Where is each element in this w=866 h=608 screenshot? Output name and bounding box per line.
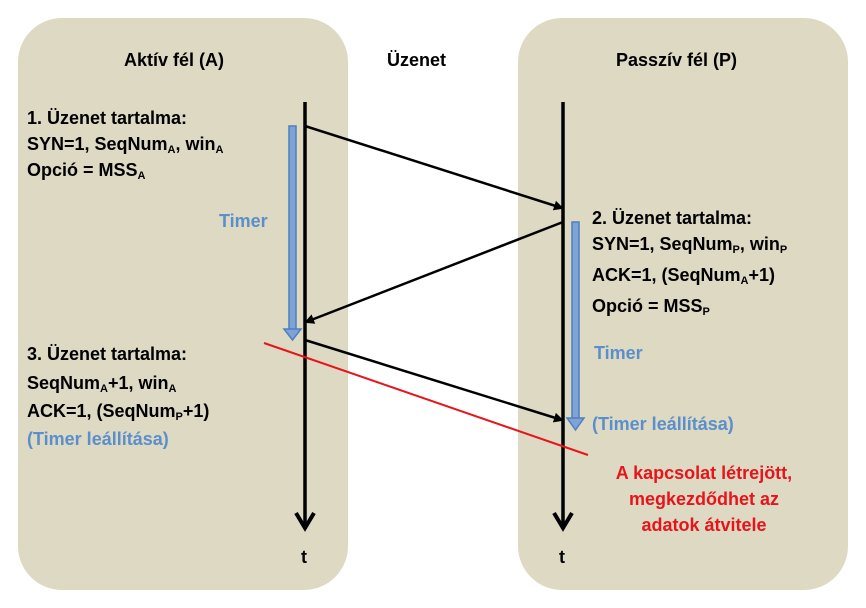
established-note-line2: megkezdődhet az [628,489,780,509]
msg3-timer-stop: (Timer leállítása) [27,429,169,449]
msg2-line3: Opció = MSSP [592,296,710,318]
timeline-p-arrowhead [552,511,574,532]
connection-established-line [263,342,589,456]
msg2-line1: SYN=1, SeqNumP, winP [592,234,788,256]
msg3-line2: ACK=1, (SeqNumP+1) [27,401,210,423]
timer-p-bar [571,221,580,421]
header-passive: Passzív fél (P) [616,50,738,70]
header-active: Aktív fél (A) [124,50,225,70]
msg1-line2: Opció = MSSA [27,160,146,182]
message-1-arrow [304,124,564,211]
msg3-line1: SeqNumA+1, winA [27,373,177,395]
msg2-line2: ACK=1, (SeqNumA+1) [592,265,776,287]
msg1-title: 1. Üzenet tartalma: [27,108,188,128]
timeline-a-arrowhead [294,511,316,532]
established-note-line3: adatok átvitele [641,515,767,535]
timer-p-stop-label: (Timer leállítása) [592,414,734,434]
timer-a-bar [288,125,297,332]
msg1-line1: SYN=1, SeqNumA, winA [27,134,224,156]
timer-a-label: Timer [219,211,268,231]
message-3-arrow [304,338,564,423]
established-note-line1: A kapcsolat létrejött, [615,463,793,483]
time-label-a: t [301,547,307,567]
header-message: Üzenet [387,50,447,70]
msg3-title: 3. Üzenet tartalma: [27,344,188,364]
message-2-arrow [304,220,564,324]
timer-a-arrowhead [282,328,303,342]
timer-p-arrowhead [565,417,586,432]
time-label-p: t [559,547,565,567]
msg2-title: 2. Üzenet tartalma: [592,208,753,228]
timer-p-label: Timer [594,343,643,363]
